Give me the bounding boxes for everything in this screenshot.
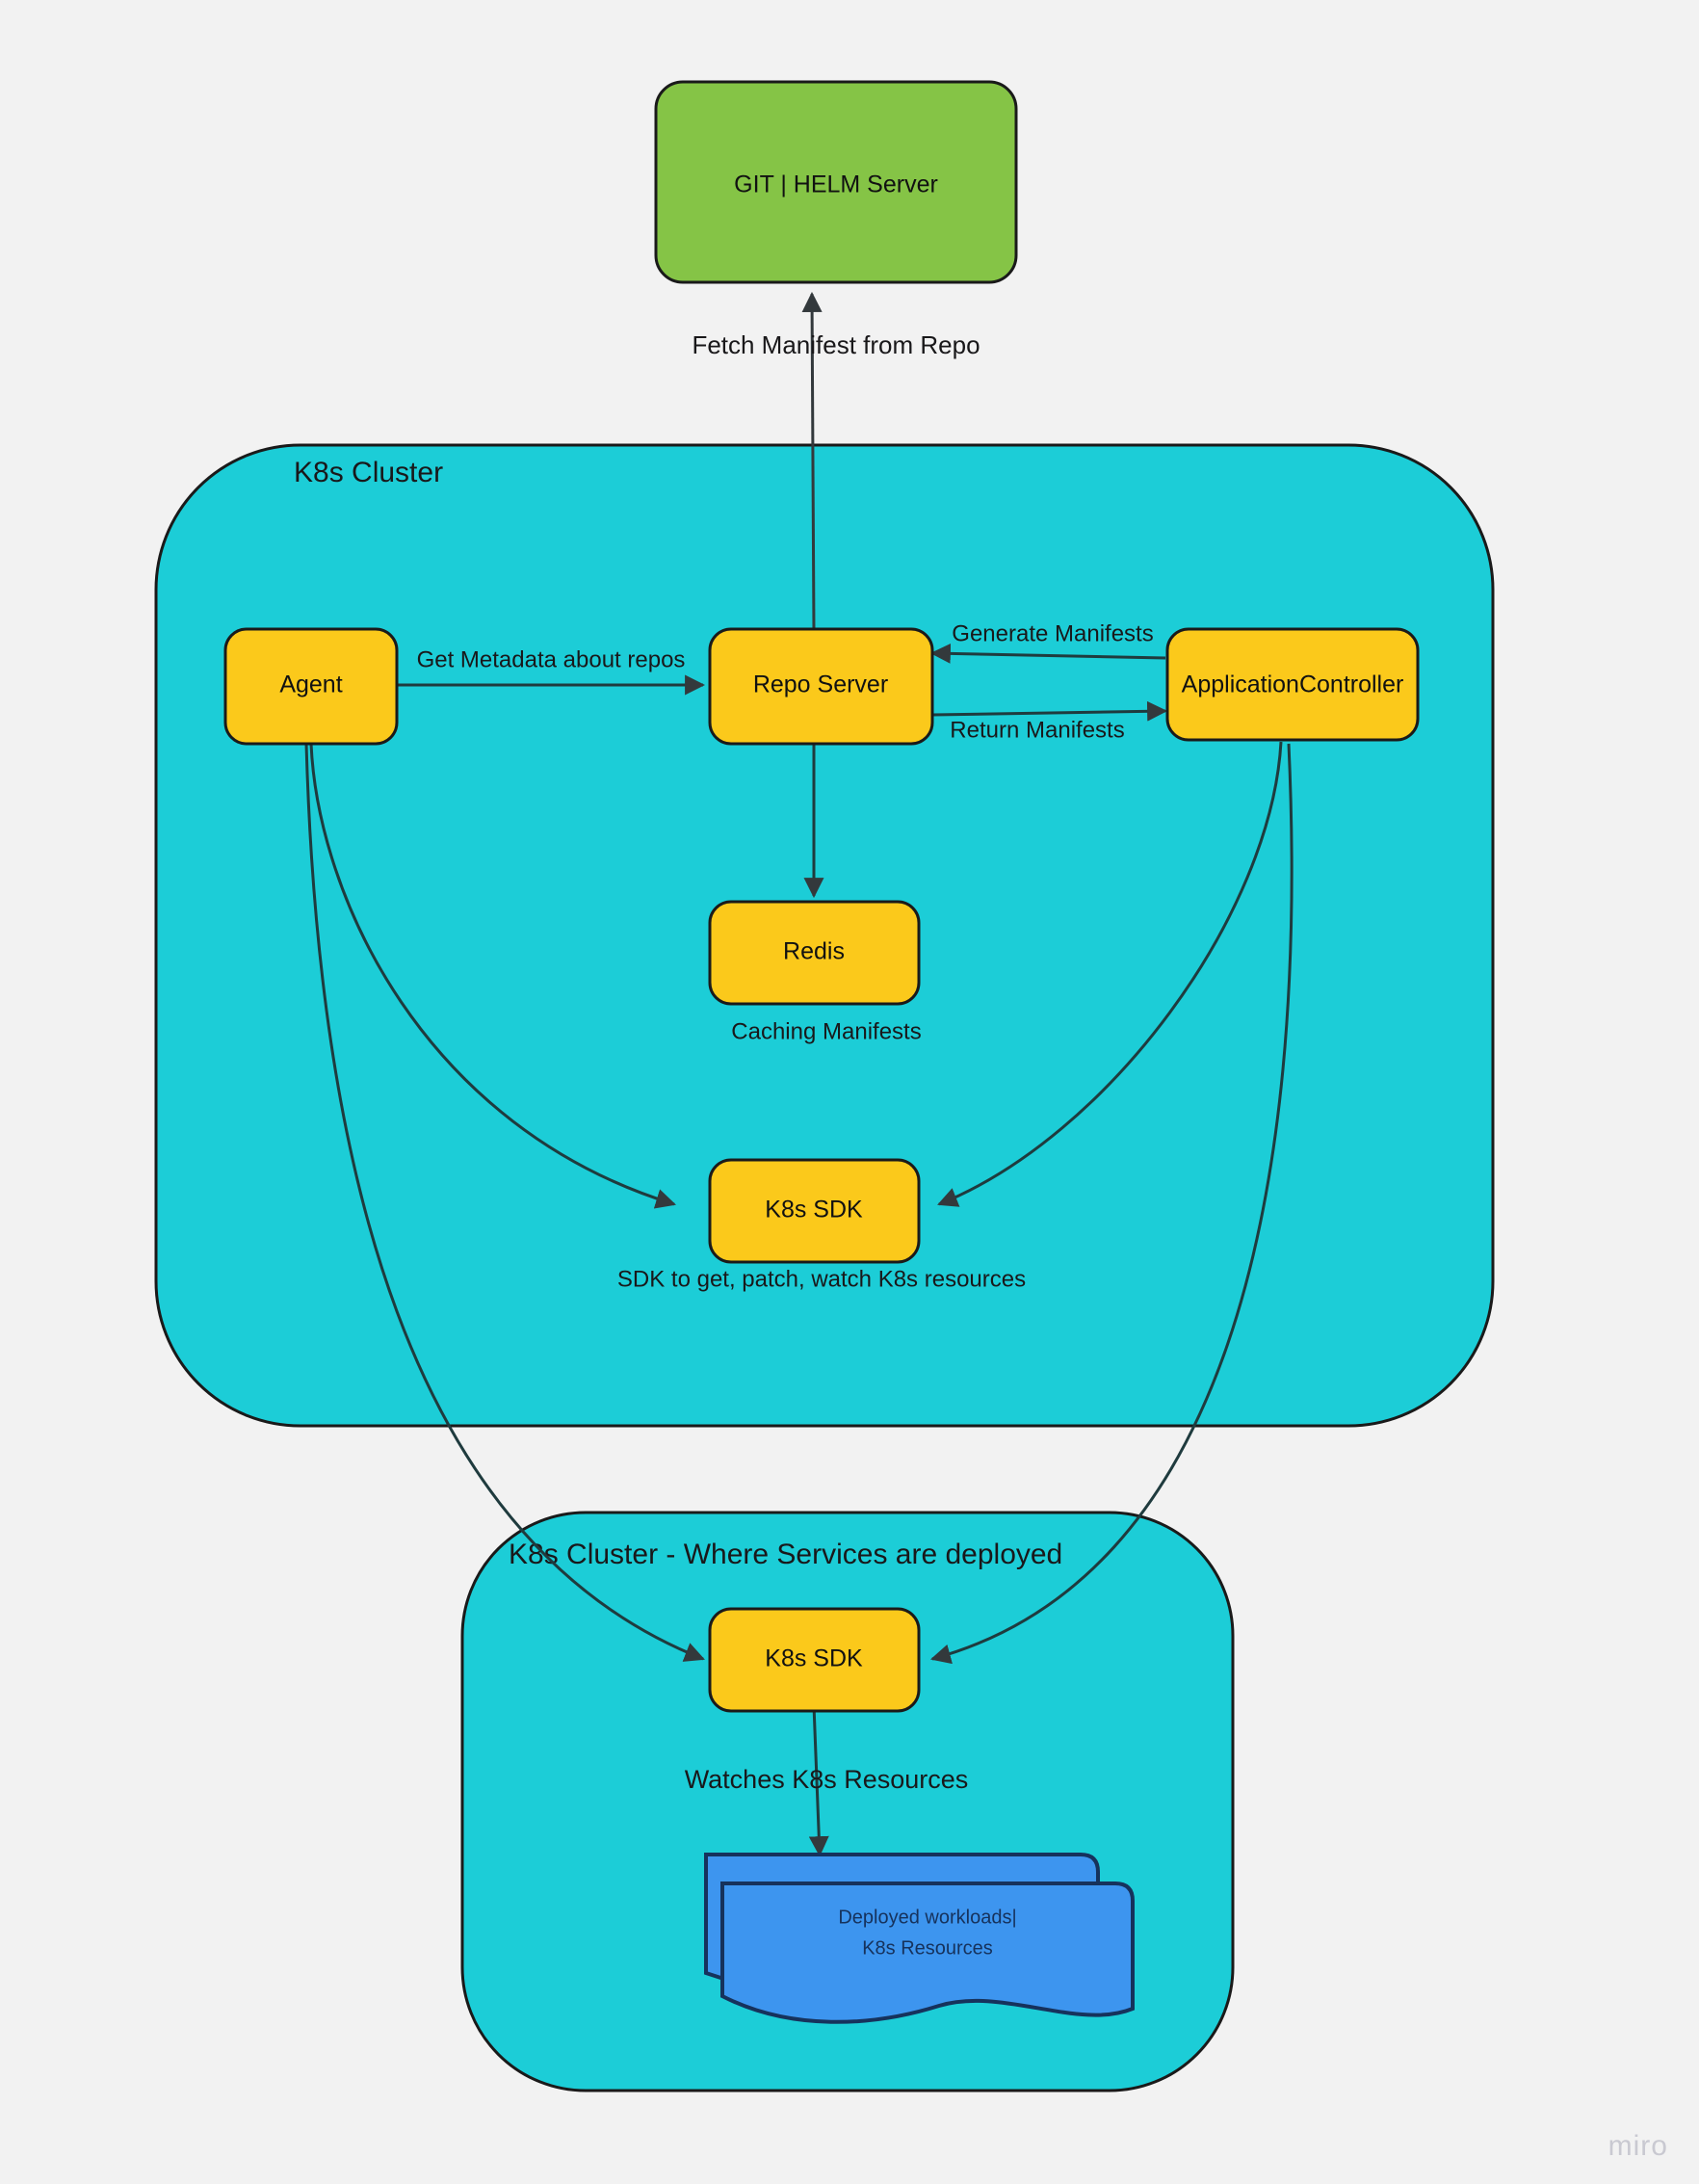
edge-agent-to-k8s-sdk-lower [304, 743, 705, 1662]
node-deployed-workloads-line1: Deployed workloads| [838, 1907, 1016, 1928]
node-repo-server-shape[interactable] [708, 627, 934, 746]
node-k8s-sdk-lower-shape[interactable] [708, 1607, 921, 1713]
node-agent-shape[interactable] [223, 627, 399, 746]
node-k8s-sdk-lower[interactable]: K8s SDK [708, 1607, 921, 1713]
node-repo-server-label: Repo Server [753, 671, 888, 698]
node-git-helm-server[interactable]: GIT | HELM Server [654, 80, 1018, 284]
node-application-controller-shape[interactable] [1165, 627, 1420, 742]
node-agent[interactable]: Agent [223, 627, 399, 746]
node-repo-server[interactable]: Repo Server [708, 627, 934, 746]
node-redis[interactable]: Redis [708, 900, 921, 1006]
node-k8s-sdk-lower-label: K8s SDK [765, 1645, 863, 1672]
edge-repo-server-to-appcontroller [931, 700, 1168, 722]
edge-agent-to-k8s-sdk-upper [309, 743, 677, 1209]
edge-label-return-manifests: Return Manifests [950, 717, 1124, 743]
node-redis-label: Redis [783, 938, 845, 965]
edge-k8s-sdk-to-deployed-workloads [808, 1704, 829, 1857]
edge-label-watches-k8s-resources: Watches K8s Resources [685, 1765, 969, 1794]
cluster-k8s-lower-label: K8s Cluster - Where Services are deploye… [509, 1539, 1062, 1570]
node-k8s-sdk-upper-shape[interactable] [708, 1158, 921, 1264]
node-application-controller[interactable]: ApplicationController [1165, 627, 1420, 742]
node-redis-shape[interactable] [708, 900, 921, 1006]
miro-watermark: miro [1608, 2130, 1668, 2162]
edge-repo-server-to-git-helm [801, 291, 823, 632]
edge-label-generate-manifests: Generate Manifests [952, 620, 1153, 646]
caption-caching-manifests: Caching Manifests [731, 1018, 921, 1044]
node-k8s-sdk-upper[interactable]: K8s SDK [708, 1158, 921, 1264]
node-agent-label: Agent [279, 671, 342, 698]
node-deployed-workloads[interactable]: Deployed workloads| K8s Resources [704, 1853, 1135, 2024]
node-application-controller-label: ApplicationController [1182, 671, 1404, 698]
edge-label-fetch-manifest: Fetch Manifest from Repo [692, 330, 980, 359]
edge-appcontroller-to-k8s-sdk-lower [929, 743, 1294, 1665]
cluster-k8s-upper-label: K8s Cluster [294, 457, 443, 488]
node-git-helm-server-shape[interactable] [654, 80, 1018, 284]
edge-appcontroller-to-k8s-sdk-upper [937, 741, 1283, 1207]
node-k8s-sdk-upper-label: K8s SDK [765, 1197, 863, 1224]
node-git-helm-server-label: GIT | HELM Server [734, 171, 938, 198]
edge-appcontroller-to-repo-server [929, 643, 1166, 664]
caption-sdk-description: SDK to get, patch, watch K8s resources [617, 1266, 1026, 1292]
edge-label-get-metadata: Get Metadata about repos [417, 646, 686, 672]
node-deployed-workloads-line2: K8s Resources [862, 1937, 993, 1959]
node-deployed-workloads-front-shape[interactable] [720, 1881, 1135, 2024]
